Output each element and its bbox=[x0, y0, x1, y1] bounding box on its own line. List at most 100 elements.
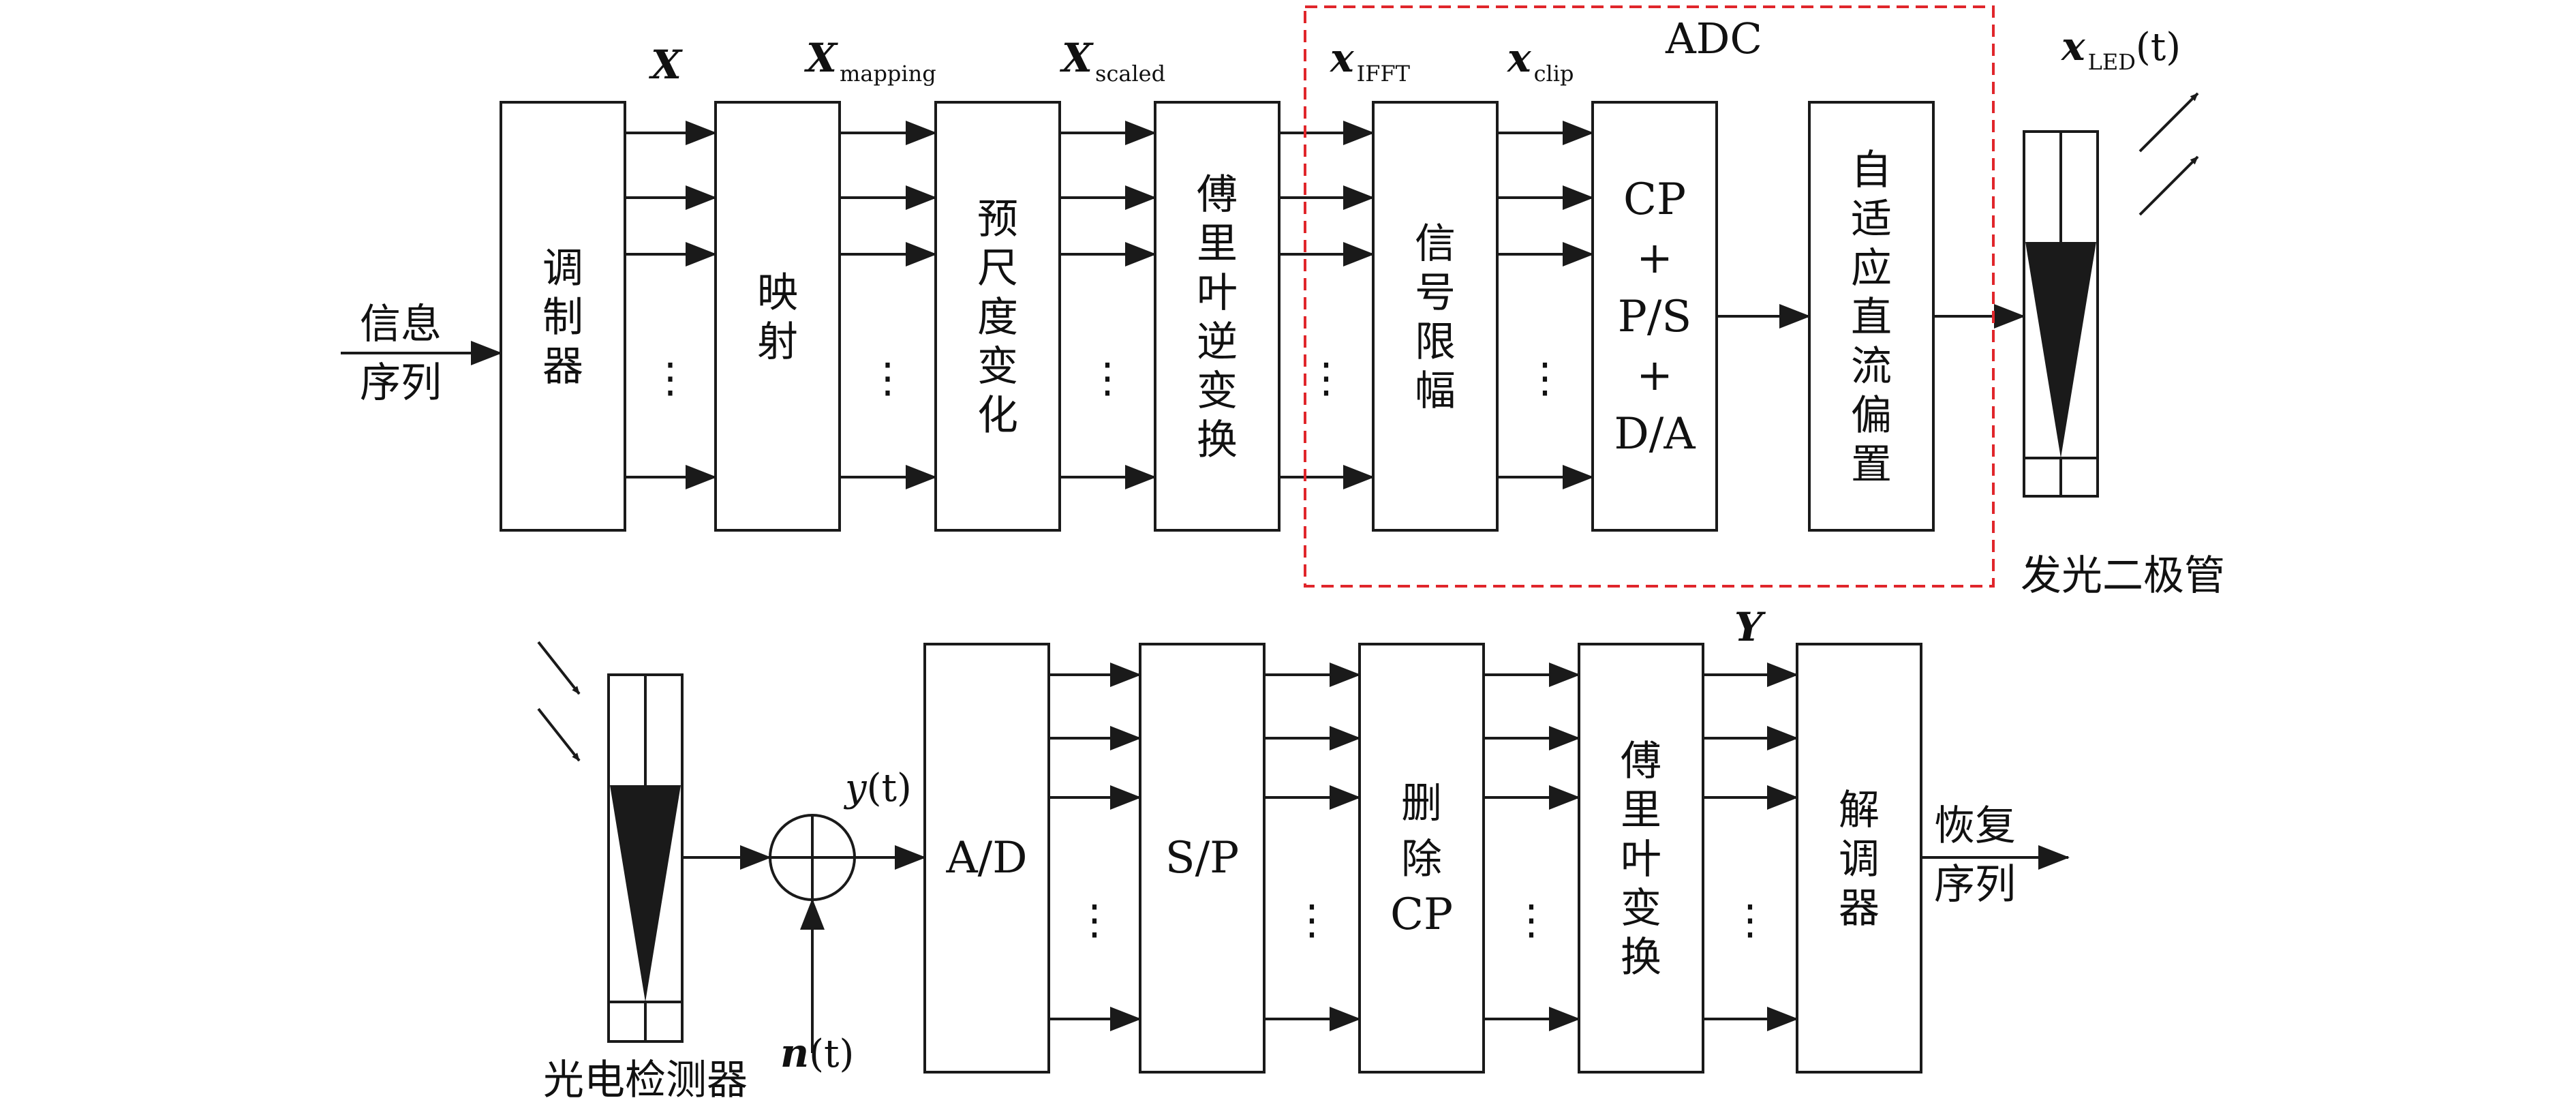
block-label-ifft: 逆 bbox=[1197, 318, 1238, 366]
block-remove-cp bbox=[1358, 643, 1485, 1074]
ellipsis: ⋮ bbox=[868, 354, 908, 402]
block-label-dc-bias: 直 bbox=[1851, 294, 1892, 341]
block-label-demod: 解 bbox=[1839, 787, 1880, 834]
block-label-ifft: 变 bbox=[1197, 367, 1238, 415]
block-labels: 调制器映射预尺度变化傅里叶逆变换信号限幅CP+P/S+D/A自适应直流偏置⋮⋮⋮… bbox=[542, 147, 1892, 981]
adc-region bbox=[1304, 5, 1995, 588]
block-label-demod: 器 bbox=[1839, 885, 1880, 932]
block-label-cp-ps-da: CP bbox=[1623, 174, 1686, 225]
photodetector-icon bbox=[607, 673, 684, 1043]
block-label-fft: 变 bbox=[1621, 885, 1661, 932]
block-label-cp-ps-da: D/A bbox=[1614, 409, 1696, 459]
block-label-prescale: 变 bbox=[977, 343, 1018, 391]
block-label-prescale: 度 bbox=[977, 294, 1018, 341]
block-label-mapping: 映 bbox=[757, 269, 798, 317]
block-label-remove-cp: 除 bbox=[1401, 836, 1442, 883]
block-label-modulator: 制 bbox=[542, 294, 583, 341]
led-label: 发光二极管 bbox=[2021, 552, 2225, 600]
block-label-ifft: 傅 bbox=[1197, 171, 1238, 219]
block-label-remove-cp: CP bbox=[1390, 889, 1453, 940]
block-ad bbox=[923, 643, 1050, 1074]
block-label-remove-cp: 删 bbox=[1401, 780, 1442, 827]
block-label-prescale: 尺 bbox=[977, 245, 1018, 292]
output-label-line1: 恢复 bbox=[1934, 802, 2016, 850]
block-label-modulator: 器 bbox=[542, 343, 583, 391]
block-label-clip: 幅 bbox=[1415, 367, 1456, 415]
svg-text:y(t): y(t) bbox=[843, 766, 912, 810]
block-outlines bbox=[500, 101, 1935, 1074]
block-label-dc-bias: 自 bbox=[1851, 147, 1892, 194]
block-label-ad: A/D bbox=[945, 833, 1027, 883]
connector-lines bbox=[341, 121, 2070, 1053]
block-label-fft: 叶 bbox=[1621, 836, 1661, 883]
block-label-fft: 换 bbox=[1621, 934, 1661, 981]
block-fft bbox=[1578, 643, 1704, 1074]
block-sp bbox=[1139, 643, 1266, 1074]
block-label-dc-bias: 流 bbox=[1851, 343, 1892, 391]
output-label-line2: 序列 bbox=[1934, 861, 2016, 909]
block-label-demod: 调 bbox=[1839, 836, 1880, 883]
block-prescale bbox=[934, 101, 1061, 532]
svg-text:X: X bbox=[648, 42, 683, 88]
signal-y: y(t) bbox=[843, 766, 912, 810]
signal-x: X bbox=[648, 42, 683, 88]
block-label-dc-bias: 应 bbox=[1851, 245, 1892, 292]
emission-arrows-icon bbox=[2138, 92, 2199, 216]
block-dc-bias bbox=[1808, 101, 1935, 532]
block-label-modulator: 调 bbox=[542, 245, 583, 292]
block-label-clip: 信 bbox=[1415, 220, 1456, 268]
block-label-dc-bias: 置 bbox=[1851, 441, 1892, 489]
block-label-dc-bias: 偏 bbox=[1851, 392, 1892, 440]
ellipsis: ⋮ bbox=[1087, 354, 1128, 402]
ellipsis: ⋮ bbox=[1074, 896, 1115, 944]
signal-n: n(t) bbox=[780, 1030, 854, 1076]
block-label-cp-ps-da: + bbox=[1636, 233, 1673, 284]
block-label-cp-ps-da: P/S bbox=[1618, 292, 1691, 342]
input-label-line1: 信息 bbox=[360, 301, 442, 348]
ellipsis: ⋮ bbox=[1511, 896, 1552, 944]
block-label-prescale: 化 bbox=[977, 392, 1018, 440]
block-label-ifft: 叶 bbox=[1197, 269, 1238, 317]
input-label-line2: 序列 bbox=[360, 359, 442, 407]
block-label-ifft: 换 bbox=[1197, 416, 1238, 464]
block-label-dc-bias: 适 bbox=[1851, 196, 1892, 243]
ellipsis: ⋮ bbox=[650, 354, 691, 402]
ellipsis: ⋮ bbox=[1306, 354, 1347, 402]
signal-Y: Y bbox=[1734, 604, 1766, 650]
svg-text:n(t): n(t) bbox=[780, 1030, 854, 1076]
led-icon bbox=[2023, 130, 2099, 498]
block-label-clip: 号 bbox=[1415, 269, 1456, 317]
block-label-clip: 限 bbox=[1415, 318, 1456, 366]
ellipsis: ⋮ bbox=[1291, 896, 1332, 944]
block-mapping bbox=[714, 101, 841, 532]
block-demod bbox=[1796, 643, 1922, 1074]
adder-icon bbox=[769, 814, 856, 901]
incident-light-icon bbox=[537, 641, 581, 762]
detector-label: 光电检测器 bbox=[543, 1056, 748, 1104]
block-label-ifft: 里 bbox=[1197, 220, 1238, 268]
svg-text:Y: Y bbox=[1734, 604, 1766, 650]
block-cp-ps-da bbox=[1591, 101, 1718, 532]
block-clip bbox=[1372, 101, 1499, 532]
block-modulator bbox=[500, 101, 626, 532]
ellipsis: ⋮ bbox=[1524, 354, 1565, 402]
block-label-fft: 里 bbox=[1621, 787, 1661, 834]
block-label-fft: 傅 bbox=[1621, 737, 1661, 785]
block-label-mapping: 射 bbox=[757, 318, 798, 366]
block-label-cp-ps-da: + bbox=[1636, 350, 1673, 401]
adc-label: ADC bbox=[1665, 14, 1762, 63]
ellipsis: ⋮ bbox=[1730, 896, 1770, 944]
block-label-prescale: 预 bbox=[977, 196, 1018, 243]
block-ifft bbox=[1154, 101, 1281, 532]
